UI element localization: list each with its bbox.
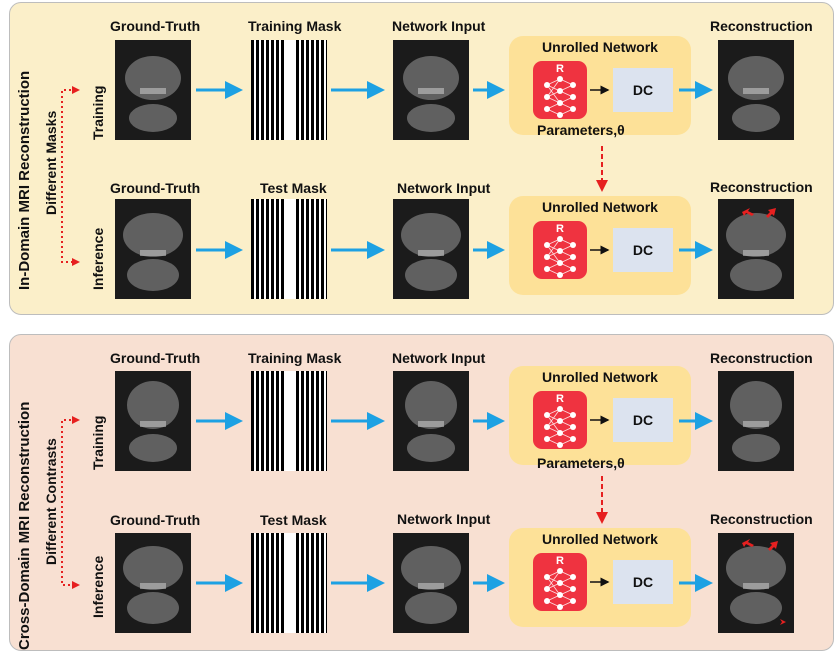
- unrolled-network-label: Unrolled Network: [542, 39, 658, 55]
- unrolled-network-label: Unrolled Network: [542, 531, 658, 547]
- unrolled-network-box: Unrolled Network DC: [509, 196, 691, 295]
- regularizer-label: R: [556, 393, 564, 405]
- data-consistency-block: DC: [613, 398, 673, 442]
- network-input-label: Network Input: [392, 18, 486, 34]
- network-input-label: Network Input: [397, 511, 491, 527]
- unrolled-network-box: Unrolled Network DC: [509, 366, 691, 465]
- ground-truth-label: Ground-Truth: [110, 512, 201, 528]
- unrolled-network-label: Unrolled Network: [542, 369, 658, 385]
- parameters-theta-label: Parameters,θ: [537, 455, 625, 471]
- regularizer-label: R: [556, 223, 564, 235]
- network-input-label: Network Input: [392, 350, 486, 366]
- reconstruction-label: Reconstruction: [710, 179, 813, 195]
- regularizer-label: R: [556, 555, 564, 567]
- test-mask-label: Test Mask: [260, 180, 327, 196]
- training-mask-image: [251, 40, 327, 140]
- regularizer-label: R: [556, 63, 564, 75]
- training-mask-label: Training Mask: [248, 350, 342, 366]
- reconstruction-label: Reconstruction: [710, 350, 813, 366]
- test-mask-image: [251, 199, 327, 299]
- unrolled-network-box: Unrolled Network DC: [509, 528, 691, 627]
- training-mask-image: [251, 371, 327, 471]
- reconstruction-label: Reconstruction: [710, 511, 813, 527]
- ground-truth-label: Ground-Truth: [110, 350, 201, 366]
- test-mask-image: [251, 533, 327, 633]
- ground-truth-label: Ground-Truth: [110, 180, 201, 196]
- test-mask-label: Test Mask: [260, 512, 327, 528]
- data-consistency-block: DC: [613, 228, 673, 272]
- unrolled-network-box: Unrolled Network DC: [509, 36, 691, 135]
- data-consistency-block: DC: [613, 560, 673, 604]
- ground-truth-label: Ground-Truth: [110, 18, 201, 34]
- data-consistency-block: DC: [613, 68, 673, 112]
- unrolled-network-label: Unrolled Network: [542, 199, 658, 215]
- training-mask-label: Training Mask: [248, 18, 342, 34]
- parameters-theta-label: Parameters,θ: [537, 122, 625, 138]
- network-input-label: Network Input: [397, 180, 491, 196]
- reconstruction-label: Reconstruction: [710, 18, 813, 34]
